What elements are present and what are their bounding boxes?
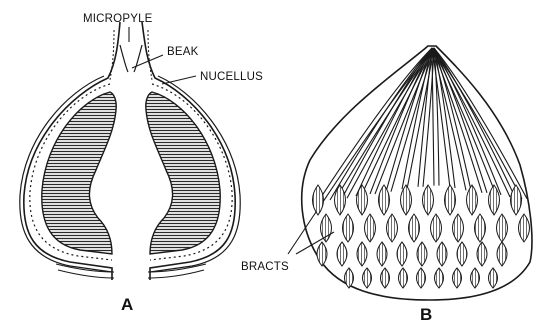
micropyle-label: MICROPYLE (83, 13, 153, 25)
cone-figure: BRACTS B (241, 46, 532, 324)
base-ridges (56, 264, 206, 278)
figure-a-label: A (121, 295, 133, 314)
bracts-label: BRACTS (241, 261, 289, 273)
nucellus-label: NUCELLUS (200, 71, 263, 83)
cone-outline (302, 46, 532, 300)
beak (120, 45, 142, 72)
ovule-section-figure: MICROPYLE BEAK NUCELLUS A (20, 13, 263, 314)
figure-b-label: B (420, 305, 432, 324)
right-integument-hatched (146, 92, 220, 254)
beak-label: BEAK (167, 46, 199, 58)
